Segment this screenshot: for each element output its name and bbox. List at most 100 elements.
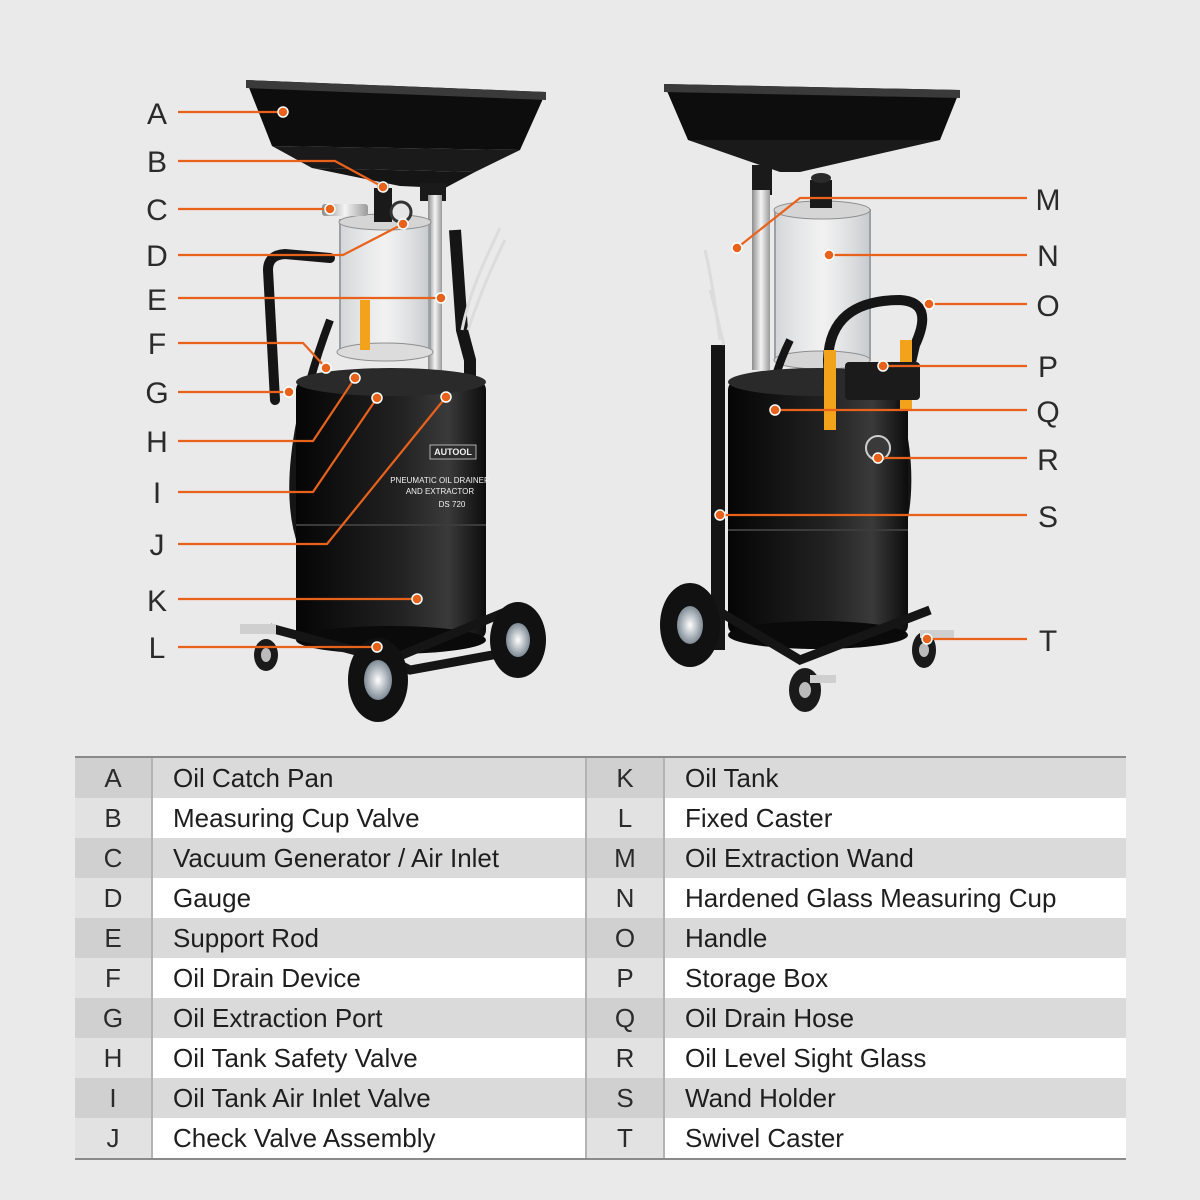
part-name: Support Rod xyxy=(153,918,585,958)
support-rod-right xyxy=(752,190,770,370)
leader-f xyxy=(178,341,327,369)
callout-letter-h: H xyxy=(146,426,168,459)
leader-dot-d xyxy=(397,218,409,230)
fixed-caster-left xyxy=(348,638,408,722)
part-letter: S xyxy=(585,1078,665,1118)
part-name: Check Valve Assembly xyxy=(153,1118,585,1158)
product-diagram: AUTOOL PNEUMATIC OIL DRAINER AND EXTRACT… xyxy=(145,80,1061,722)
leader-dot-k xyxy=(411,593,423,605)
callout-letter-k: K xyxy=(147,585,167,618)
table-row: E Support Rod O Handle xyxy=(75,918,1126,958)
part-name: Swivel Caster xyxy=(665,1118,1126,1158)
part-name: Oil Catch Pan xyxy=(153,758,585,798)
leader-dot-o xyxy=(923,298,935,310)
part-name: Fixed Caster xyxy=(665,798,1126,838)
part-name: Handle xyxy=(665,918,1126,958)
table-row: H Oil Tank Safety Valve R Oil Level Sigh… xyxy=(75,1038,1126,1078)
callout-letter-r: R xyxy=(1037,444,1059,477)
part-letter: I xyxy=(75,1078,153,1118)
leader-dot-g xyxy=(283,386,295,398)
part-name: Oil Extraction Wand xyxy=(665,838,1126,878)
callout-letter-l: L xyxy=(149,632,166,665)
oil-catch-pan-left xyxy=(246,80,546,201)
swivel-caster-right-side xyxy=(912,630,954,668)
leader-dot-p xyxy=(877,360,889,372)
part-letter: P xyxy=(585,958,665,998)
part-name: Oil Tank Air Inlet Valve xyxy=(153,1078,585,1118)
handle-right xyxy=(822,294,928,421)
leader-dot-f xyxy=(320,362,332,374)
part-letter: E xyxy=(75,918,153,958)
callout-letter-e: E xyxy=(147,284,167,317)
table-row: C Vacuum Generator / Air Inlet M Oil Ext… xyxy=(75,838,1126,878)
part-letter: F xyxy=(75,958,153,998)
accent-right-1 xyxy=(824,350,836,430)
callout-letter-j: J xyxy=(150,529,165,562)
callout-letter-d: D xyxy=(146,240,168,273)
part-name: Vacuum Generator / Air Inlet xyxy=(153,838,585,878)
leader-dot-m xyxy=(731,242,743,254)
part-letter: N xyxy=(585,878,665,918)
right-callouts: M N O P Q R S T xyxy=(714,184,1061,658)
callout-letter-n: N xyxy=(1037,240,1059,273)
rear-wheel-right xyxy=(660,583,720,667)
measuring-cup-right xyxy=(773,173,871,370)
part-letter: Q xyxy=(585,998,665,1038)
part-letter: A xyxy=(75,758,153,798)
leader-dot-l xyxy=(371,641,383,653)
callout-letter-f: F xyxy=(148,328,166,361)
callout-letter-t: T xyxy=(1039,625,1057,658)
accent-left xyxy=(360,300,370,350)
table-row: F Oil Drain Device P Storage Box xyxy=(75,958,1126,998)
part-letter: J xyxy=(75,1118,153,1158)
part-name: Oil Drain Hose xyxy=(665,998,1126,1038)
leader-m xyxy=(736,196,1027,249)
part-letter: M xyxy=(585,838,665,878)
part-letter: R xyxy=(585,1038,665,1078)
part-name: Gauge xyxy=(153,878,585,918)
part-letter: B xyxy=(75,798,153,838)
part-letter: K xyxy=(585,758,665,798)
left-unit-illustration: AUTOOL PNEUMATIC OIL DRAINER AND EXTRACT… xyxy=(240,80,546,722)
part-name: Wand Holder xyxy=(665,1078,1126,1118)
callout-letter-m: M xyxy=(1036,184,1061,217)
leader-dot-b xyxy=(377,181,389,193)
part-letter: G xyxy=(75,998,153,1038)
part-name: Hardened Glass Measuring Cup xyxy=(665,878,1126,918)
right-unit-illustration xyxy=(660,84,960,712)
part-name: Oil Drain Device xyxy=(153,958,585,998)
leader-dot-t xyxy=(921,633,933,645)
leader-j xyxy=(178,396,447,546)
leader-dot-h xyxy=(349,372,361,384)
table-row: I Oil Tank Air Inlet Valve S Wand Holder xyxy=(75,1078,1126,1118)
wand-tubes-right xyxy=(703,249,726,346)
part-name: Oil Extraction Port xyxy=(153,998,585,1038)
leader-dot-q xyxy=(769,404,781,416)
part-letter: O xyxy=(585,918,665,958)
wand-tubes-left xyxy=(460,227,507,331)
leader-dot-s xyxy=(714,509,726,521)
callout-letter-i: I xyxy=(153,477,161,510)
leader-dot-e xyxy=(435,292,447,304)
product-title-line2-left: AND EXTRACTOR xyxy=(406,487,475,496)
part-letter: L xyxy=(585,798,665,838)
part-name: Measuring Cup Valve xyxy=(153,798,585,838)
part-letter: D xyxy=(75,878,153,918)
leader-dot-a xyxy=(277,106,289,118)
oil-catch-pan-right xyxy=(664,84,960,195)
leader-b xyxy=(178,159,384,188)
callout-letter-g: G xyxy=(145,377,168,410)
callout-letter-s: S xyxy=(1038,501,1058,534)
leader-d xyxy=(178,223,404,257)
callout-letter-a: A xyxy=(147,98,167,131)
leader-h xyxy=(178,377,356,443)
part-name: Oil Tank Safety Valve xyxy=(153,1038,585,1078)
leader-dot-r xyxy=(872,452,884,464)
table-row: J Check Valve Assembly T Swivel Caster xyxy=(75,1118,1126,1158)
storage-box-right xyxy=(845,362,920,400)
table-row: B Measuring Cup Valve L Fixed Caster xyxy=(75,798,1126,838)
part-name: Oil Level Sight Glass xyxy=(665,1038,1126,1078)
part-letter: T xyxy=(585,1118,665,1158)
left-callouts: A B C D E F G H I J K L xyxy=(145,98,452,665)
leader-dot-n xyxy=(823,249,835,261)
